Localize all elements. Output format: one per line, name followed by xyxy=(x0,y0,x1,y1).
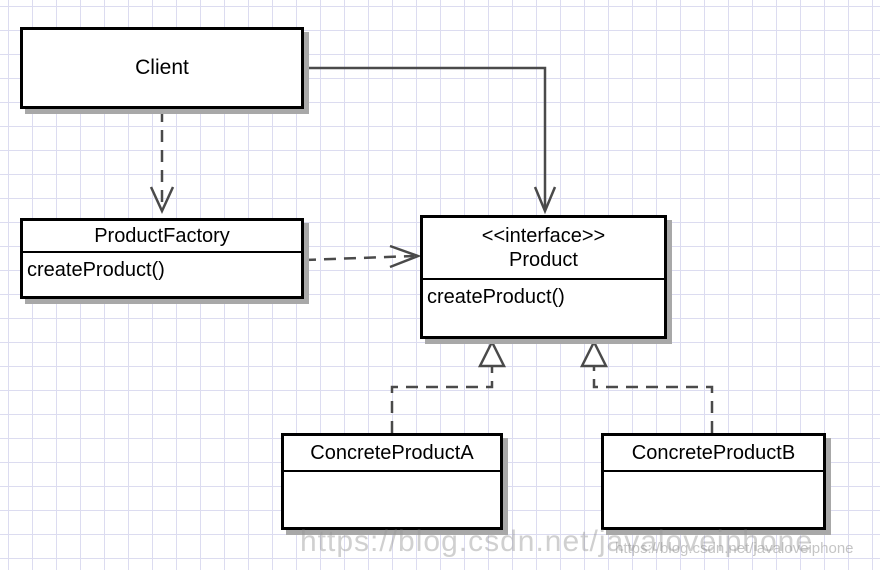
watermark-small-text: https://blog.csdn.net/javaloveiphone xyxy=(615,540,854,557)
triangle-productb-product xyxy=(579,339,609,368)
triangle-producta-product xyxy=(477,339,507,368)
class-concrete-product-b[interactable]: ConcreteProductB xyxy=(601,433,826,530)
class-product-factory-operation: createProduct() xyxy=(27,259,165,281)
interface-product-stereotype: <<interface>> xyxy=(481,225,606,247)
class-product-factory-name: ProductFactory xyxy=(23,221,301,253)
class-product-factory[interactable]: ProductFactory createProduct() xyxy=(20,218,304,299)
class-client-name: Client xyxy=(135,56,189,79)
arrowhead-factory-product xyxy=(389,244,422,269)
interface-product-name: Product xyxy=(509,249,578,271)
edge-productb-product xyxy=(592,366,714,433)
arrowhead-client-factory xyxy=(149,186,175,215)
class-client[interactable]: Client xyxy=(20,27,304,109)
edge-producta-product xyxy=(390,366,494,433)
class-concrete-product-b-name: ConcreteProductB xyxy=(604,436,823,472)
class-concrete-product-a-name: ConcreteProductA xyxy=(284,436,500,472)
edge-factory-product xyxy=(303,254,415,262)
interface-product-operation: createProduct() xyxy=(427,286,565,308)
class-concrete-product-a[interactable]: ConcreteProductA xyxy=(281,433,503,530)
arrowhead-client-product xyxy=(533,186,557,215)
edge-client-product xyxy=(303,66,547,210)
watermark-text: https://blog.csdn.net/javaloveiphone xyxy=(300,525,813,558)
interface-product-header: <<interface>> Product xyxy=(423,218,664,280)
interface-product[interactable]: <<interface>> Product createProduct() xyxy=(420,215,667,339)
